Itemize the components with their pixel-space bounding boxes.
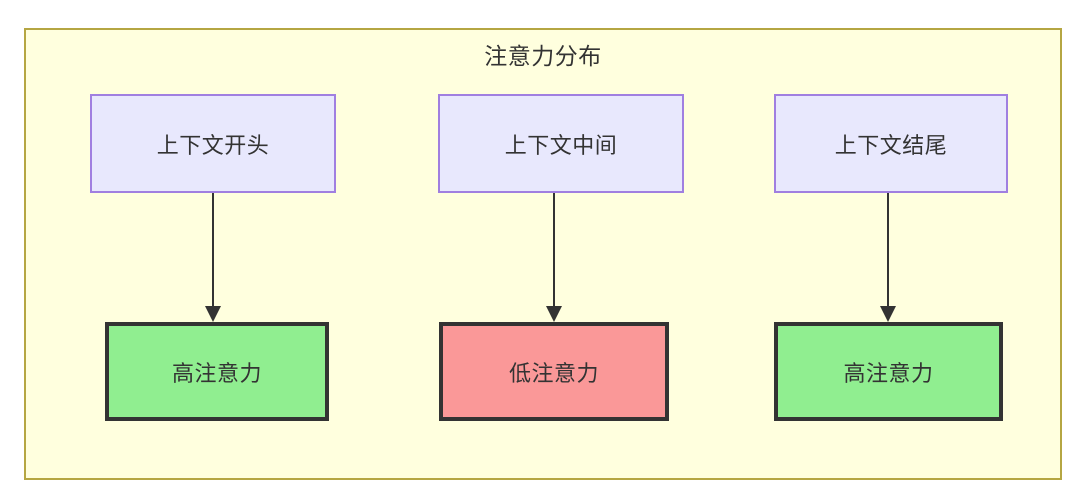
node-low-attention-middle[interactable]: 低注意力 [439, 322, 669, 421]
node-high-attention-start[interactable]: 高注意力 [105, 322, 329, 421]
node-high-attention-end[interactable]: 高注意力 [774, 322, 1003, 421]
subgraph-title: 注意力分布 [484, 43, 602, 69]
node-context-start[interactable]: 上下文开头 [90, 94, 336, 193]
node-context-middle[interactable]: 上下文中间 [438, 94, 684, 193]
arrow-context-middle-to-low [546, 193, 562, 322]
attention-distribution-subgraph: 注意力分布 上下文开头 上下文中间 上下文结尾 高注意力 低注意力 高注意力 [24, 28, 1062, 480]
arrow-context-end-to-high [880, 193, 896, 322]
node-context-end[interactable]: 上下文结尾 [774, 94, 1008, 193]
arrow-context-start-to-high [205, 193, 221, 322]
